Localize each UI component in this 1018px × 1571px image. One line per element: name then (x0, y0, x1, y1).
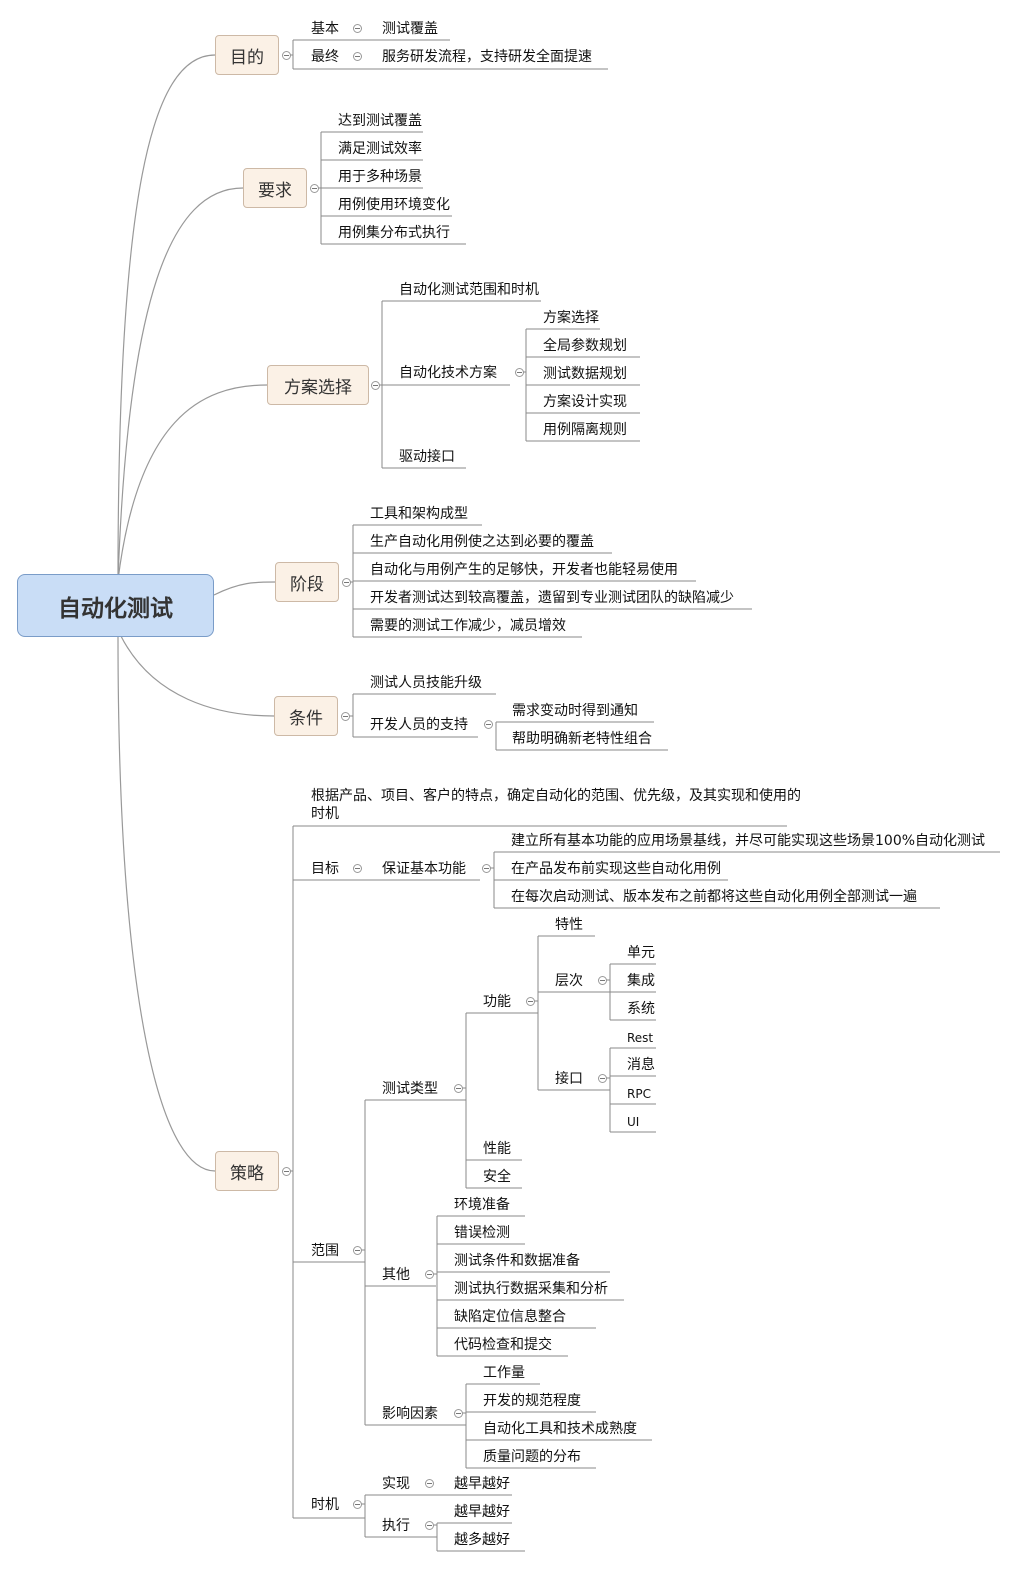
node-plan-scope[interactable]: 自动化测试范围和时机 (399, 282, 539, 298)
node-other-item[interactable]: 测试条件和数据准备 (454, 1253, 580, 1269)
node-goal-final[interactable]: 最终 (311, 49, 339, 65)
collapse-toggle-icon[interactable] (282, 1167, 291, 1176)
node-basic-func-item[interactable]: 建立所有基本功能的应用场景基线，并尽可能实现这些场景100%自动化测试 (511, 833, 986, 849)
node-strategy-scope[interactable]: 范围 (311, 1243, 339, 1259)
node-stage-item[interactable]: 自动化与用例产生的足够快，开发者也能轻易使用 (370, 562, 678, 578)
collapse-toggle-icon[interactable] (484, 720, 493, 729)
node-other-item[interactable]: 代码检查和提交 (454, 1337, 552, 1353)
collapse-toggle-icon[interactable] (425, 1479, 434, 1488)
node-requirement[interactable]: 满足测试效率 (338, 141, 422, 157)
node-factor-item[interactable]: 质量问题的分布 (483, 1449, 581, 1465)
node-interface-item[interactable]: RPC (627, 1087, 651, 1101)
node-requirement[interactable]: 用例使用环境变化 (338, 197, 450, 213)
node-plan-tech[interactable]: 自动化技术方案 (399, 365, 497, 381)
node-requirement[interactable]: 达到测试覆盖 (338, 113, 422, 129)
node-condition-dev-item[interactable]: 需求变动时得到通知 (512, 703, 638, 719)
node-stage-item[interactable]: 需要的测试工作减少，减员增效 (370, 618, 566, 634)
node-factors[interactable]: 影响因素 (382, 1406, 438, 1422)
node-other[interactable]: 其他 (382, 1267, 410, 1283)
node-level[interactable]: 层次 (555, 973, 583, 989)
node-stage-item[interactable]: 工具和架构成型 (370, 506, 468, 522)
node-condition-dev-item[interactable]: 帮助明确新老特性组合 (512, 731, 652, 747)
node-execute-item[interactable]: 越多越好 (454, 1532, 510, 1548)
node-goal-basic[interactable]: 基本 (311, 21, 339, 37)
node-factor-item[interactable]: 工作量 (483, 1365, 525, 1381)
node-basic-func[interactable]: 保证基本功能 (382, 861, 466, 877)
collapse-toggle-icon[interactable] (353, 24, 362, 33)
collapse-toggle-icon[interactable] (515, 368, 524, 377)
node-other-item[interactable]: 测试执行数据采集和分析 (454, 1281, 608, 1297)
node-plan-driver[interactable]: 驱动接口 (399, 449, 455, 465)
node-interface[interactable]: 接口 (555, 1071, 583, 1087)
node-strategy-target[interactable]: 目标 (311, 861, 339, 877)
node-other-item[interactable]: 环境准备 (454, 1197, 510, 1213)
topic-plan[interactable]: 方案选择 (267, 365, 369, 405)
node-execute-item[interactable]: 越早越好 (454, 1504, 510, 1520)
topic-requirements[interactable]: 要求 (243, 168, 307, 208)
collapse-toggle-icon[interactable] (353, 864, 362, 873)
node-requirement[interactable]: 用例集分布式执行 (338, 225, 450, 241)
topic-goal[interactable]: 目的 (215, 35, 279, 75)
node-plan-tech-item[interactable]: 方案选择 (543, 310, 599, 326)
node-basic-func-item[interactable]: 在产品发布前实现这些自动化用例 (511, 861, 721, 877)
node-stage-item[interactable]: 生产自动化用例使之达到必要的覆盖 (370, 534, 594, 550)
collapse-toggle-icon[interactable] (310, 184, 319, 193)
node-performance[interactable]: 性能 (483, 1141, 511, 1157)
collapse-toggle-icon[interactable] (454, 1409, 463, 1418)
node-other-item[interactable]: 错误检测 (454, 1225, 510, 1241)
collapse-toggle-icon[interactable] (282, 51, 291, 60)
node-interface-item[interactable]: UI (627, 1115, 640, 1129)
node-stage-item[interactable]: 开发者测试达到较高覆盖，遗留到专业测试团队的缺陷减少 (370, 590, 734, 606)
collapse-toggle-icon[interactable] (425, 1270, 434, 1279)
node-level-item[interactable]: 系统 (627, 1001, 655, 1017)
node-factor-item[interactable]: 开发的规范程度 (483, 1393, 581, 1409)
node-goal-basic-item[interactable]: 测试覆盖 (382, 21, 438, 37)
node-feature[interactable]: 特性 (555, 917, 583, 933)
collapse-toggle-icon[interactable] (341, 712, 350, 721)
node-test-type[interactable]: 测试类型 (382, 1081, 438, 1097)
node-requirement[interactable]: 用于多种场景 (338, 169, 422, 185)
node-plan-tech-item[interactable]: 方案设计实现 (543, 394, 627, 410)
node-strategy-intro[interactable]: 根据产品、项目、客户的特点，确定自动化的范围、优先级，及其实现和使用的时机 (311, 788, 801, 822)
node-plan-tech-item[interactable]: 测试数据规划 (543, 366, 627, 382)
node-plan-tech-item[interactable]: 全局参数规划 (543, 338, 627, 354)
collapse-toggle-icon[interactable] (482, 864, 491, 873)
node-implement[interactable]: 实现 (382, 1476, 410, 1492)
topic-strategy[interactable]: 策略 (215, 1151, 279, 1191)
node-level-item[interactable]: 集成 (627, 973, 655, 989)
topic-condition[interactable]: 条件 (274, 696, 338, 736)
collapse-toggle-icon[interactable] (371, 381, 380, 390)
collapse-toggle-icon[interactable] (353, 1246, 362, 1255)
node-factor-item[interactable]: 自动化工具和技术成熟度 (483, 1421, 637, 1437)
collapse-toggle-icon[interactable] (342, 578, 351, 587)
collapse-toggle-icon[interactable] (454, 1084, 463, 1093)
collapse-toggle-icon[interactable] (353, 1500, 362, 1509)
node-function[interactable]: 功能 (483, 994, 511, 1010)
collapse-toggle-icon[interactable] (526, 997, 535, 1006)
node-security[interactable]: 安全 (483, 1169, 511, 1185)
node-interface-item[interactable]: Rest (627, 1031, 654, 1045)
collapse-toggle-icon[interactable] (598, 976, 607, 985)
root-topic[interactable]: 自动化测试 (17, 574, 214, 637)
node-plan-tech-item[interactable]: 用例隔离规则 (543, 422, 627, 438)
node-timing[interactable]: 时机 (311, 1497, 339, 1513)
node-implement-item[interactable]: 越早越好 (454, 1476, 510, 1492)
collapse-toggle-icon[interactable] (598, 1074, 607, 1083)
collapse-toggle-icon[interactable] (425, 1521, 434, 1530)
node-interface-item[interactable]: 消息 (627, 1057, 655, 1073)
node-condition-dev-support[interactable]: 开发人员的支持 (370, 717, 468, 733)
node-other-item[interactable]: 缺陷定位信息整合 (454, 1309, 566, 1325)
node-basic-func-item[interactable]: 在每次启动测试、版本发布之前都将这些自动化用例全部测试一遍 (511, 889, 917, 905)
node-level-item[interactable]: 单元 (627, 945, 655, 961)
node-execute[interactable]: 执行 (382, 1518, 410, 1534)
node-condition-skills[interactable]: 测试人员技能升级 (370, 675, 482, 691)
node-goal-final-item[interactable]: 服务研发流程，支持研发全面提速 (382, 49, 592, 65)
collapse-toggle-icon[interactable] (353, 52, 362, 61)
topic-stage[interactable]: 阶段 (275, 562, 339, 602)
